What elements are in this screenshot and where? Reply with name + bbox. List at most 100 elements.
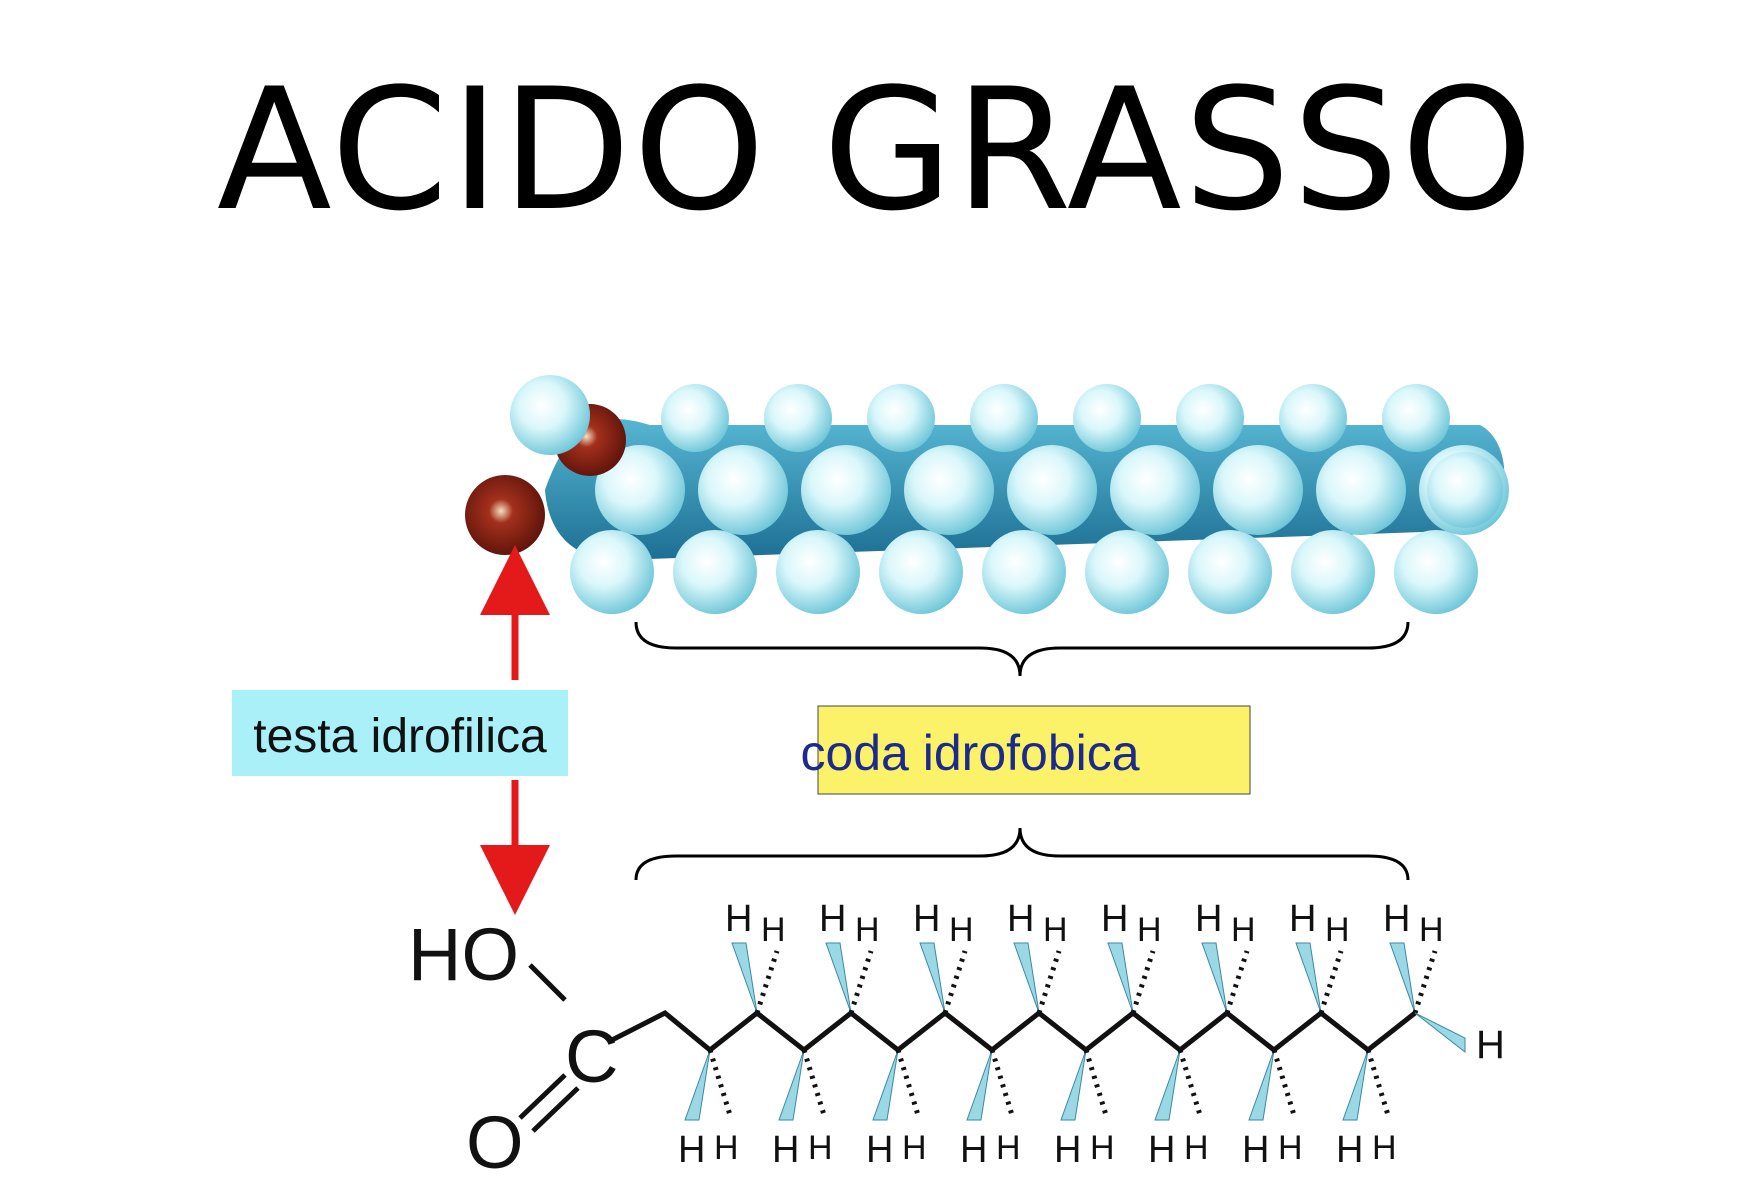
hydrogen-label: H [678,1129,705,1171]
head-label: testa idrofilica [232,690,568,776]
hydrogen-label: H [761,911,786,949]
wedge-bond [872,1049,899,1121]
hydrogen-label: H [1043,911,1068,949]
hashed-bond [1318,950,1344,1014]
ho-c-bond [528,963,567,1002]
bottom-hydrogen-row [570,530,1478,614]
wedge-bond [684,1049,711,1121]
hydrogen-label: H [949,911,974,949]
hashed-bond [1177,1049,1203,1116]
hydrogen-atom [1073,384,1141,452]
terminal-hydrogen-atom [1427,452,1503,528]
hydrogen-label: H [1278,1129,1303,1167]
hydrogen-label: H [725,898,752,940]
carbonyl-carbon-label: C [565,1015,618,1098]
tail-brace-top [634,621,1410,677]
hydrogen-atom [1394,530,1478,614]
hydrogen-bonds [684,942,1466,1121]
hydrogen-label: H [866,1129,893,1171]
hydrogen-atom [1316,445,1406,535]
hydrogen-atom [1007,445,1097,535]
hydrogen-atom [1110,445,1200,535]
hydrogen-atom [570,530,654,614]
hydrogen-label: H [1419,911,1444,949]
head-label-text: testa idrofilica [253,710,547,763]
wedge-bond [1342,1049,1369,1121]
wedge-bond [1414,1012,1466,1054]
hashed-bond [1412,950,1438,1014]
hydrogen-atom [801,445,891,535]
hydrogen-label: H [1054,1129,1081,1171]
hydrogen-atom [1291,530,1375,614]
hydrogen-atom [1085,530,1169,614]
page-title: ACIDO GRASSO [216,52,1536,248]
hydrogen-label: H [1231,911,1256,949]
hydrogen-label: H [1195,898,1222,940]
hydrogen-label: H [902,1129,927,1167]
double-bond-1 [518,1073,567,1120]
head-label-box [232,690,568,776]
hashed-bond [754,950,780,1014]
hydrogen-atom [1213,445,1303,535]
hashed-bond [1083,1049,1109,1116]
hydrogen-atom [764,384,832,452]
hashed-bond [1036,950,1062,1014]
middle-hydrogen-row [595,445,1509,535]
wedge-bond [1013,942,1040,1014]
hashed-bond [707,1049,733,1116]
hashed-bond [942,950,968,1014]
hydrogen-label: H [1101,898,1128,940]
hashed-bond [848,950,874,1014]
wedge-bond [1201,942,1228,1014]
tail-label-text: coda idrofobica [800,725,1139,781]
hashed-bond [1130,950,1156,1014]
double-bond-2 [531,1086,580,1133]
tail-brace-bottom [634,827,1410,881]
wedge-bond [1107,942,1134,1014]
carbon-chain [610,1009,1417,1054]
hydrogen-atom [1279,384,1347,452]
hydrogen-atom [776,530,860,614]
hydrogen-label: H [1476,1023,1505,1067]
hashed-bond [801,1049,827,1116]
hashed-bond [1365,1049,1391,1116]
hydrogen-label: H [714,1129,739,1167]
hydrogen-label: H [996,1129,1021,1167]
wedge-bond [1060,1049,1087,1121]
hydrogen-atom [982,530,1066,614]
hydrogen-label: H [1242,1129,1269,1171]
hydrogen-atom [673,530,757,614]
hashed-bond [989,1049,1015,1116]
hydrogen-label: H [1148,1129,1175,1171]
carbonyl-oxygen-label: O [466,1101,524,1184]
hydrogen-atom [904,445,994,535]
wedge-bond [919,942,946,1014]
hydrogen-atom [1188,530,1272,614]
top-hydrogen-row [661,384,1450,452]
hydrogen-label: H [1184,1129,1209,1167]
wedge-bond [966,1049,993,1121]
hydroxyl-hydrogen-atom [510,375,590,455]
wedge-bond [825,942,852,1014]
wedge-bond [731,942,758,1014]
hydrogen-label: H [819,898,846,940]
tail-label: coda idrofobica [800,705,1251,795]
hydrogen-atom [867,384,935,452]
hashed-bond [1271,1049,1297,1116]
space-filling-model [465,375,1509,614]
hydrogen-label: H [1325,911,1350,949]
wedge-bond [1154,1049,1181,1121]
hashed-bond [895,1049,921,1116]
hydrogen-label: H [1383,898,1410,940]
hydrogen-label: H [772,1129,799,1171]
hydrogen-label: H [913,898,940,940]
hydrogen-atom [698,445,788,535]
wedge-bond [778,1049,805,1121]
hydrogen-label: H [1336,1129,1363,1171]
oxygen-atom-bottom [465,475,545,555]
hydrogen-atom [879,530,963,614]
hydrogen-atom [595,445,685,535]
hydrogen-label: H [855,911,880,949]
